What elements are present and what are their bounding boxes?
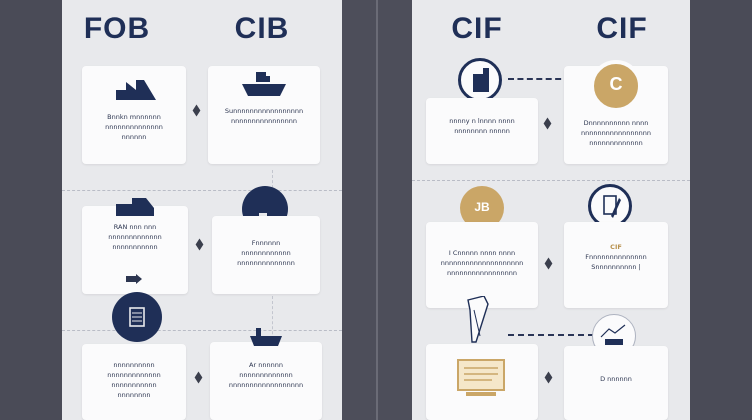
left-infographic-panel: FOB CIB Bnnkn mnnnnnn nnnnnnnnnnnnnn nnn… xyxy=(62,0,342,420)
info-card-l3: RAN nnn nnn nnnnnnnnnnnnn nnnnnnnnnnn xyxy=(82,198,188,294)
pen-tool-icon xyxy=(467,296,489,343)
connector-diamond-icon xyxy=(544,257,553,270)
cif-title-right: CIF xyxy=(596,12,648,45)
info-card-l6: Ar nnnnnn nnnnnnnnnnnnn nnnnnnnnnnnnnnnn… xyxy=(210,328,322,420)
card-r5-line1: D nnnnnn xyxy=(600,375,632,383)
info-card-l2: Sunnnnnnnnnnnnnnnnn nnnnnnnnnnnnnnnn xyxy=(208,66,320,164)
card-l3-line1: RAN nnn nnn xyxy=(113,223,157,231)
cargo-ship-icon xyxy=(242,72,286,96)
dashed-connector-top xyxy=(508,78,580,80)
factory-icon xyxy=(116,80,156,100)
vertical-guide xyxy=(272,170,273,420)
background-divider xyxy=(376,0,378,420)
info-card-r1: nnnny n lnnnn nnnn nnnnnnnn nnnnn xyxy=(426,98,538,164)
info-card-r3: I Cnnnnn nnnn nnnn nnnnnnnnnnnnnnnnnnnn … xyxy=(426,222,538,308)
card-l6-line1: Ar nnnnnn xyxy=(249,361,283,369)
section-divider-2 xyxy=(62,330,342,331)
card-l2-line1: Sunnnnnnnnnnnnnnnnn xyxy=(224,107,304,115)
monitor-icon xyxy=(457,359,505,396)
card-l6-line3: nnnnnnnnnnnnnnnnnn xyxy=(228,381,304,389)
connector-diamond-icon xyxy=(194,371,203,384)
chart-icon xyxy=(600,324,626,345)
card-l5-line1: nnnnnnnnnn xyxy=(113,361,155,369)
cib-title: CIB xyxy=(234,12,290,45)
card-l5-line3: nnnnnnnnnnn xyxy=(111,381,157,389)
gold-badge-top: C xyxy=(590,60,642,112)
warehouse-icon xyxy=(473,68,489,92)
background-stripe-right xyxy=(690,0,752,420)
card-l3-line2: nnnnnnnnnnnnn xyxy=(108,233,162,241)
card-l3-line3: nnnnnnnnnnn xyxy=(112,243,158,251)
card-r4-line3: Snnnnnnnnnn | xyxy=(591,263,641,271)
card-r3-line1: I Cnnnnn nnnn nnnn xyxy=(448,249,516,257)
fob-title: FOB xyxy=(83,12,151,45)
connector-diamond-icon xyxy=(192,104,201,117)
background-stripe-left xyxy=(0,0,62,420)
card-r2-line2: nnnnnnnnnnnnnnnnn xyxy=(580,129,652,137)
card-l4-line1: Fnnnnnn xyxy=(251,239,281,247)
dashed-connector-bottom xyxy=(508,334,594,336)
card-r3-line3: nnnnnnnnnnnnnnnnn xyxy=(446,269,518,277)
gold-badge-top-label: C xyxy=(609,74,623,94)
warehouse-badge xyxy=(458,58,502,102)
card-l5-line4: nnnnnnnn xyxy=(117,391,151,399)
connector-diamond-icon xyxy=(543,117,552,130)
card-r2-line1: Dnnnnnnnnnn nnnn xyxy=(583,119,649,127)
server-badge xyxy=(112,292,162,342)
card-r4-line1: CIF xyxy=(610,243,622,251)
gold-badge-mid-label: JB xyxy=(474,200,490,214)
truck-icon xyxy=(116,198,154,216)
card-l4-line2: nnnnnnnnnnnn xyxy=(241,249,291,257)
info-card-l5: nnnnnnnnnn nnnnnnnnnnnnn nnnnnnnnnnn nnn… xyxy=(82,344,186,420)
info-card-r5-left xyxy=(426,344,538,420)
section-divider-3 xyxy=(412,180,690,181)
card-l1-line1: Bnnkn mnnnnnn xyxy=(107,113,161,121)
card-r3-line2: nnnnnnnnnnnnnnnnnnnn xyxy=(440,259,524,267)
arrow-down-icon xyxy=(126,274,142,284)
info-card-l1: Bnnkn mnnnnnn nnnnnnnnnnnnnn nnnnnn xyxy=(82,66,186,164)
card-l2-line2: nnnnnnnnnnnnnnnn xyxy=(231,117,297,125)
info-card-r2: C Dnnnnnnnnnn nnnn nnnnnnnnnnnnnnnnn nnn… xyxy=(564,60,668,164)
card-r1-line1: nnnny n lnnnn nnnn xyxy=(449,117,515,125)
server-icon xyxy=(129,307,145,327)
document-pen-icon xyxy=(603,195,621,218)
connector-diamond-icon xyxy=(195,238,204,251)
card-l1-line3: nnnnnn xyxy=(121,133,147,141)
container-ship-icon xyxy=(250,328,282,346)
card-l5-line2: nnnnnnnnnnnnn xyxy=(107,371,161,379)
card-l1-line2: nnnnnnnnnnnnnn xyxy=(105,123,163,131)
info-card-l4: Fnnnnnn nnnnnnnnnnnn nnnnnnnnnnnnnn xyxy=(212,216,320,294)
info-card-r5: D nnnnnn xyxy=(564,346,668,420)
card-l4-line3: nnnnnnnnnnnnnn xyxy=(237,259,295,267)
card-r4-line2: Fnnnnnnnnnnnnnn xyxy=(585,253,647,261)
card-l6-line2: nnnnnnnnnnnnn xyxy=(239,371,293,379)
card-r1-line2: nnnnnnnn nnnnn xyxy=(454,127,510,135)
section-divider-1 xyxy=(62,190,342,191)
cif-title-left: CIF xyxy=(451,12,503,45)
info-card-r4: CIF Fnnnnnnnnnnnnnn Snnnnnnnnnn | xyxy=(564,222,668,308)
card-r2-line3: nnnnnnnnnnnnn xyxy=(589,139,643,147)
right-infographic-panel: CIF CIF nnnny n lnnnn nnnn nnnnnnnn nnnn… xyxy=(412,0,690,420)
connector-diamond-icon xyxy=(544,371,553,384)
